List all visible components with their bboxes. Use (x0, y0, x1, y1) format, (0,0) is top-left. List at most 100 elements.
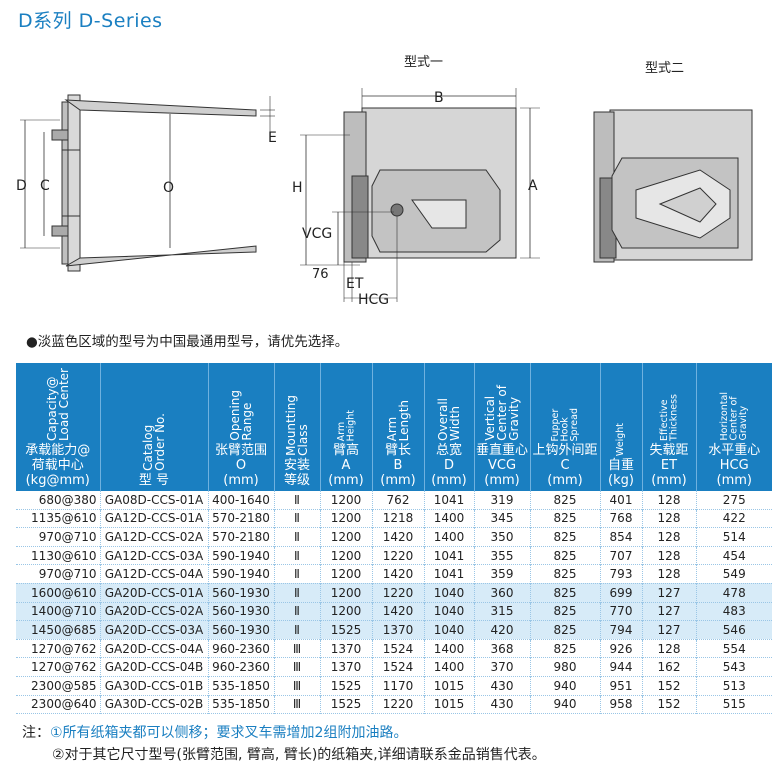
table-cell: 1130@610 (31, 548, 97, 563)
table-cell: 1200 (319, 564, 372, 584)
recommendation-note: ●淡蓝色区域的型号为中国最通用型号，请优先选择。 (26, 334, 349, 350)
table-cell: 1200 (319, 527, 372, 547)
table-cell: 560-1930 (207, 583, 274, 603)
table-cell: 951 (599, 676, 642, 696)
table-cell: 1041 (423, 564, 474, 584)
table-cell: 960-2360 (207, 639, 274, 658)
table-cell: 345 (473, 509, 530, 528)
table-cell: 960-2360 (207, 657, 274, 677)
table-cell: 940 (529, 676, 600, 696)
table-cell: 560-1930 (207, 620, 274, 640)
table-cell: Ⅱ (273, 602, 320, 621)
table-cell: 401 (599, 491, 642, 510)
table-cell: 128 (641, 546, 696, 565)
table-cell: 127 (641, 583, 696, 603)
table-cell: 1370 (371, 620, 424, 640)
dim-label-o: O (163, 180, 174, 196)
table-cell: 825 (529, 583, 600, 603)
table-cell: 422 (695, 509, 772, 528)
table-cell: 794 (599, 620, 642, 640)
table-cell: 319 (473, 491, 530, 510)
column-header-cn: 张臂范围 O (mm) (214, 443, 267, 488)
table-cell: 128 (641, 564, 696, 584)
top-view-drawing (20, 94, 275, 272)
table-cell: 1524 (371, 639, 424, 658)
column-header-en: Mountting Class (284, 395, 310, 456)
table-cell: Ⅱ (273, 620, 320, 640)
table-cell: 1270@762 (31, 660, 97, 675)
table-cell: 926 (599, 639, 642, 658)
table-cell: 128 (641, 509, 696, 528)
table-cell: 546 (695, 620, 772, 640)
table-cell: Ⅱ (273, 583, 320, 603)
table-cell: 1420 (371, 527, 424, 547)
table-cell: 1200 (319, 602, 372, 621)
column-header-en: Overall Width (436, 398, 462, 441)
footer-note-1: ①所有纸箱夹都可以侧移；要求叉车需增加2组附加油路。 (50, 725, 408, 741)
table-cell: 825 (529, 546, 600, 565)
table-cell: 770 (599, 602, 642, 621)
table-cell: 162 (641, 657, 696, 677)
table-cell: 1400 (423, 527, 474, 547)
table-cell: 940 (529, 695, 600, 714)
table-cell: 128 (641, 639, 696, 658)
table-cell: 793 (599, 564, 642, 584)
table-cell: 152 (641, 695, 696, 714)
footer-label: 注： (22, 725, 50, 741)
column-header-cn: 失载距 ET (mm) (649, 443, 689, 488)
table-cell: 762 (371, 491, 424, 510)
table-cell: 590-1940 (207, 564, 274, 584)
table-cell: 970@710 (38, 567, 97, 582)
table-cell: 420 (473, 620, 530, 640)
table-cell: GA08D-CCS-01A (99, 491, 208, 510)
table-cell: 535-1850 (207, 676, 274, 696)
column-header-en: Catalog Order No. (141, 413, 167, 471)
table-cell: 1015 (423, 676, 474, 696)
table-cell: 2300@640 (31, 697, 97, 712)
table-cell: 570-2180 (207, 527, 274, 547)
table-cell: GA20D-CCS-03A (99, 620, 208, 640)
dim-label-b: B (434, 90, 444, 106)
table-cell: 825 (529, 491, 600, 510)
dim-label-76: 76 (312, 267, 329, 282)
table-cell: 535-1850 (207, 695, 274, 714)
column-header-cn: 承载能力@ 荷载中心 (kg@mm) (25, 443, 91, 488)
table-cell: 699 (599, 583, 642, 603)
table-cell: GA12D-CCS-03A (99, 546, 208, 565)
type1-side-view-drawing (300, 88, 540, 302)
dim-label-c: C (40, 178, 50, 194)
table-cell: 1200 (319, 583, 372, 603)
table-cell: 1015 (423, 695, 474, 714)
table-cell: 1040 (423, 602, 474, 621)
table-cell: 1525 (319, 695, 372, 714)
table-cell: 515 (695, 695, 772, 714)
table-cell: GA12D-CCS-01A (99, 509, 208, 528)
table-cell: 2300@585 (31, 678, 97, 693)
column-header-en: Fupper Hook Spread (549, 407, 580, 441)
table-cell: Ⅱ (273, 527, 320, 547)
table-cell: 825 (529, 620, 600, 640)
table-cell: 1135@610 (31, 511, 97, 526)
table-cell: 128 (641, 527, 696, 547)
column-header-en: Horizontal Center of Gravity (719, 392, 749, 441)
table-cell: 128 (641, 491, 696, 510)
table-cell: 430 (473, 676, 530, 696)
table-cell: 768 (599, 509, 642, 528)
table-cell: GA12D-CCS-04A (99, 564, 208, 584)
table-cell: Ⅲ (273, 695, 320, 714)
type1-label: 型式一 (404, 55, 443, 70)
table-cell: 560-1930 (207, 602, 274, 621)
column-header-cn: 臂高 A (mm) (328, 443, 364, 488)
table-cell: 1450@685 (31, 622, 97, 637)
